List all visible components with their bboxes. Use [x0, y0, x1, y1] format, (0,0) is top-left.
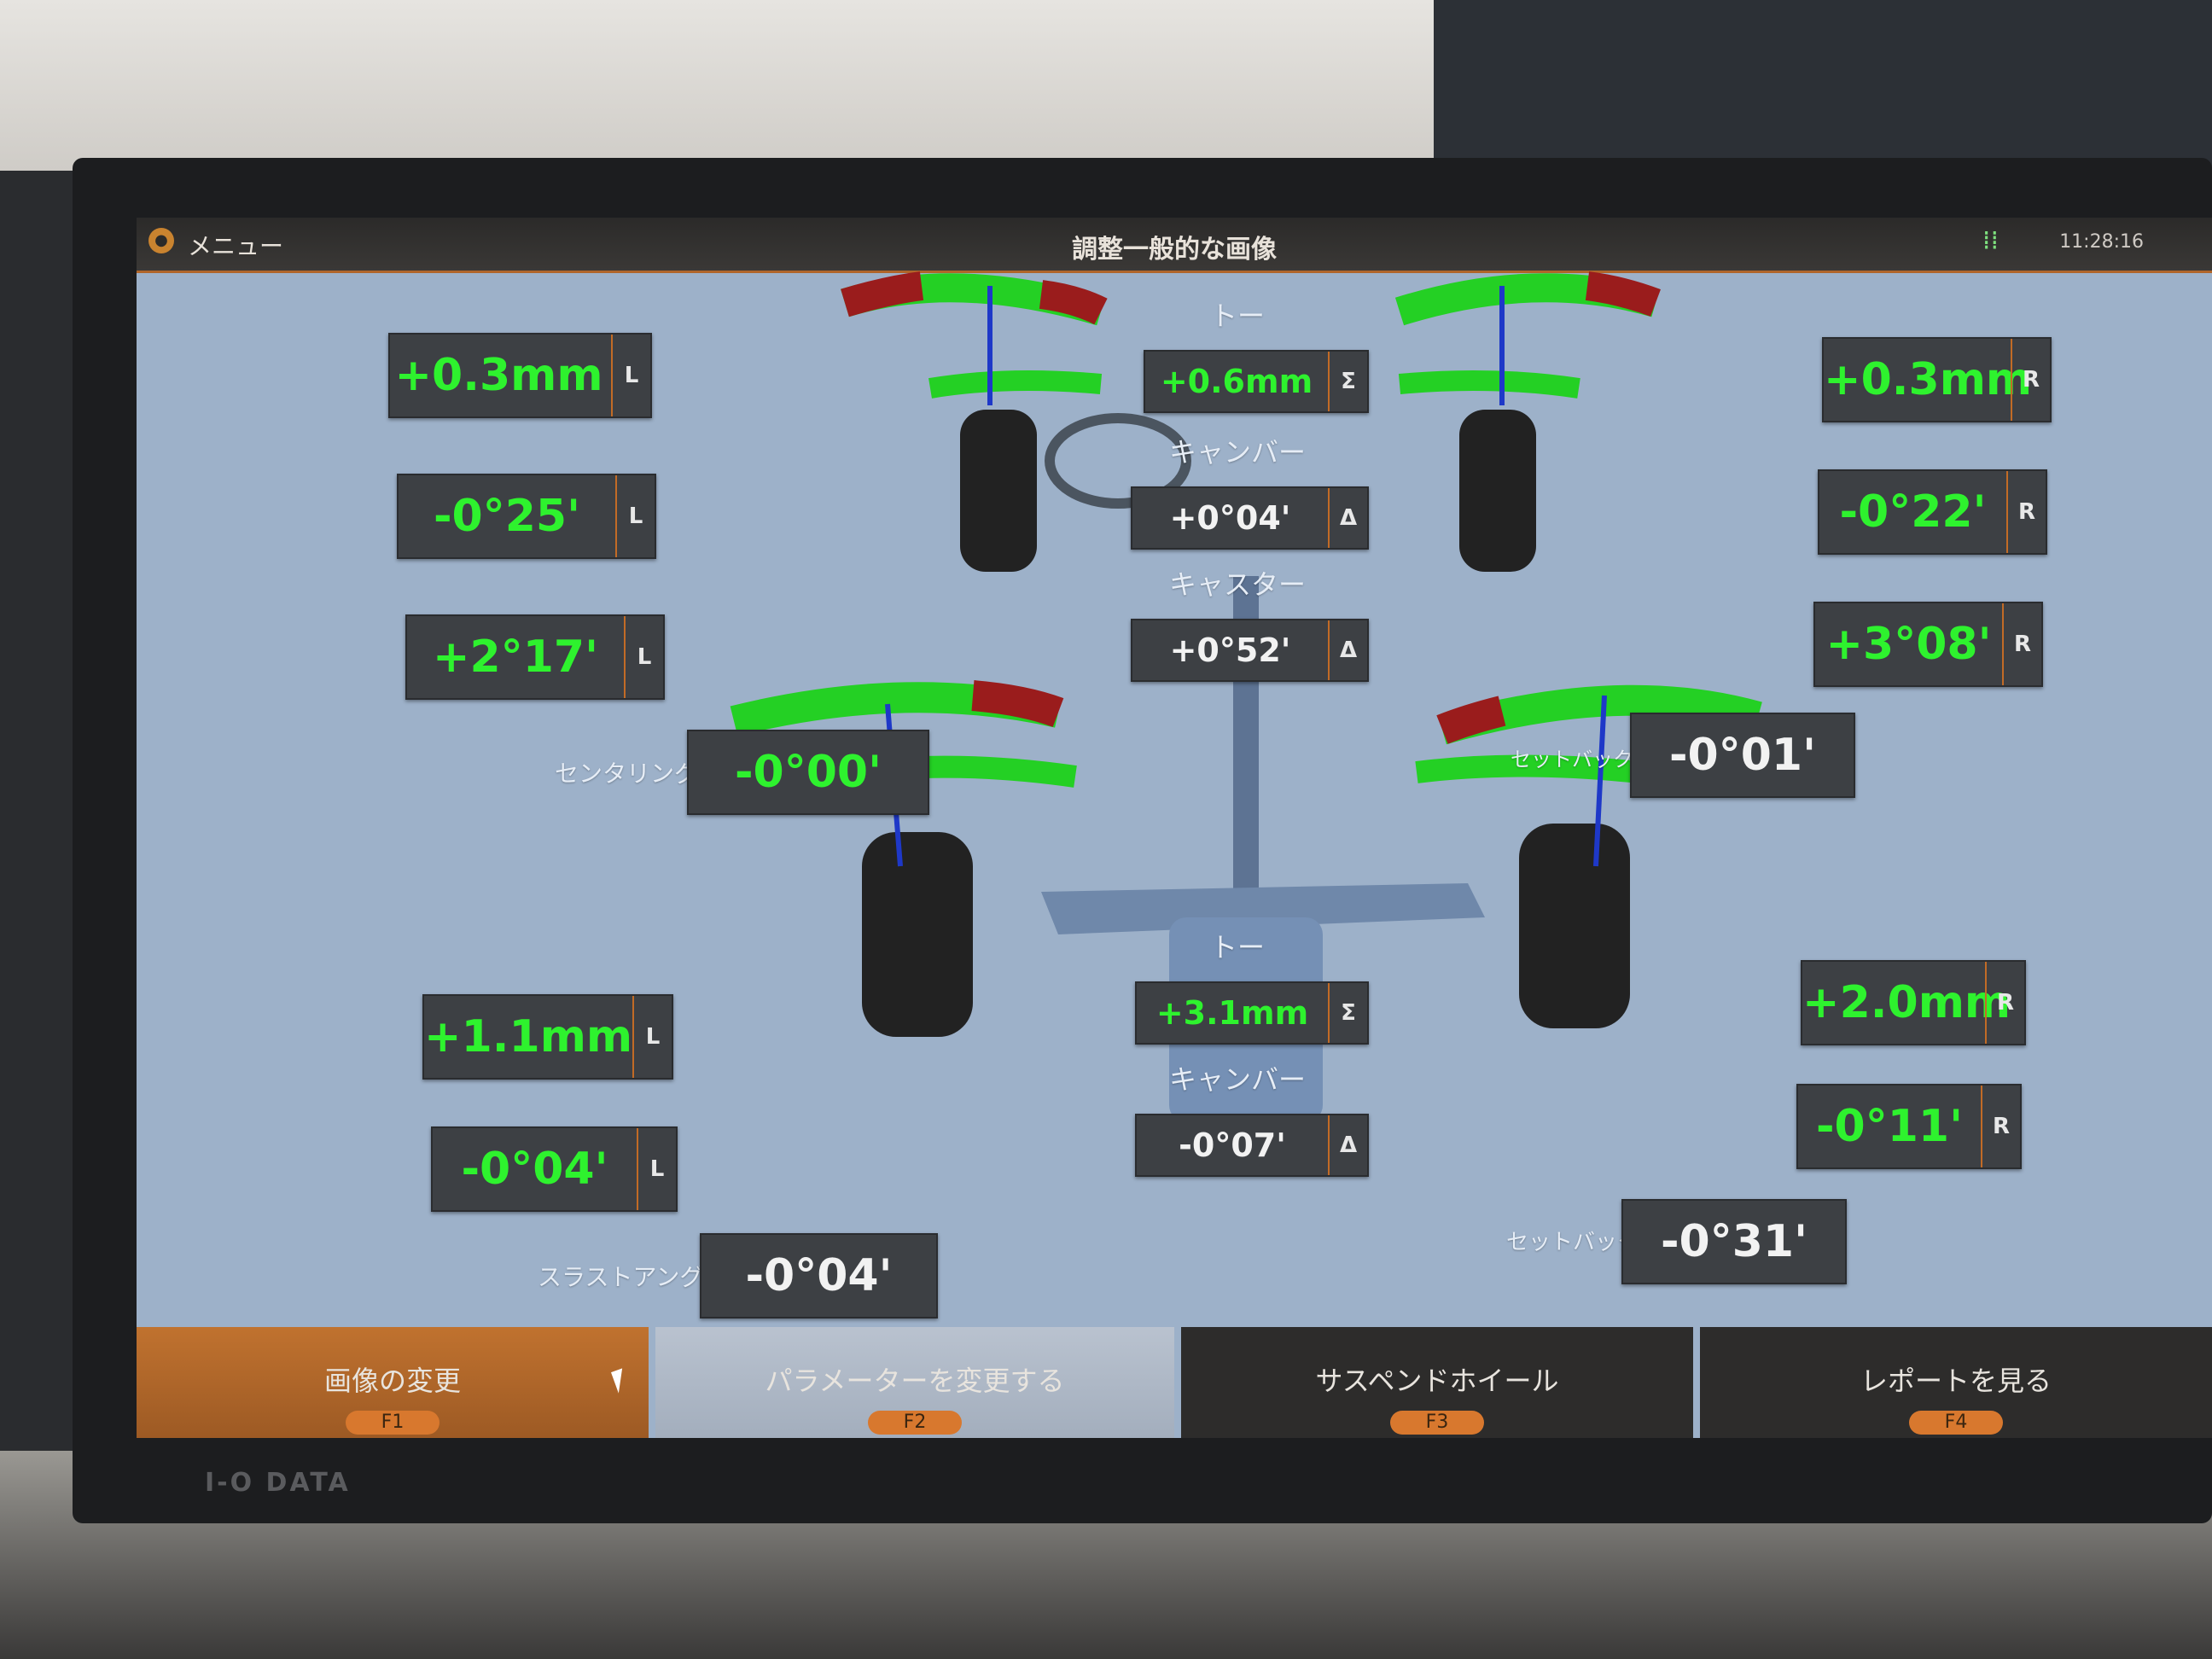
front-total-toe-box: +0.6mm Σ — [1144, 350, 1369, 413]
front-caster-diff-box: +0°52' Δ — [1131, 619, 1369, 682]
f1-label: 画像の変更 — [323, 1365, 461, 1397]
front-right-toe-box: +0.3mm R — [1822, 337, 2052, 422]
left-side-tag: L — [615, 475, 655, 557]
centering-value: -0°00' — [734, 747, 882, 798]
right-side-tag: R — [2002, 603, 2041, 685]
centering-box: -0°00' — [687, 730, 929, 815]
menu-icon[interactable]: ● — [148, 228, 174, 253]
sensor-status-icon: ⁞⁞ — [1982, 226, 1999, 256]
front-setback-label: セットバック — [1511, 748, 1633, 771]
rear-left-toe-value: +1.1mm — [424, 1011, 633, 1062]
menu-button[interactable]: メニュー — [188, 232, 284, 260]
front-right-camber-gauge — [1398, 370, 1580, 399]
thrust-angle-label: スラストアングル — [538, 1263, 728, 1291]
rear-setback-box: -0°31' — [1621, 1199, 1847, 1284]
front-left-wheel — [960, 410, 1037, 572]
rear-total-toe-value: +3.1mm — [1155, 994, 1309, 1032]
front-camber-diff-value: +0°04' — [1169, 499, 1291, 537]
rear-camber-label: キャンバー — [1168, 1063, 1306, 1096]
centering-label: センタリング — [555, 760, 699, 788]
front-left-camber-value: -0°25' — [433, 491, 581, 542]
front-left-camber-box: -0°25' L — [397, 474, 656, 559]
f2-change-parameters-button[interactable]: パラメーターを変更する F2 — [655, 1327, 1174, 1438]
f2-key-badge: F2 — [868, 1411, 962, 1435]
left-side-tag: L — [637, 1128, 676, 1210]
background-equipment — [1434, 0, 2212, 171]
f3-key-badge: F3 — [1390, 1411, 1484, 1435]
front-caster-label: キャスター — [1168, 568, 1306, 601]
rear-left-camber-box: -0°04' L — [431, 1126, 678, 1212]
rear-toe-label: トー — [1209, 931, 1265, 963]
title-bar: ● メニュー 調整一般的な画像 ⁞⁞ 11:28:16 — [137, 218, 2212, 273]
rear-camber-diff-value: -0°07' — [1179, 1126, 1286, 1164]
left-side-tag: L — [611, 335, 650, 416]
thrust-angle-value: -0°04' — [745, 1250, 893, 1301]
left-side-tag: L — [632, 996, 672, 1078]
f4-view-report-button[interactable]: レポートを見る F4 — [1700, 1327, 2212, 1438]
front-camber-label: キャンバー — [1168, 436, 1306, 469]
front-camber-diff-box: +0°04' Δ — [1131, 486, 1369, 550]
front-left-toe-box: +0.3mm L — [388, 333, 652, 418]
f1-key-badge: F1 — [346, 1411, 439, 1435]
delta-symbol: Δ — [1328, 1115, 1367, 1175]
alignment-screen: ● メニュー 調整一般的な画像 ⁞⁞ 11:28:16 — [137, 218, 2212, 1438]
front-toe-label: トー — [1209, 300, 1265, 332]
delta-symbol: Δ — [1328, 620, 1367, 680]
f3-suspend-wheel-button[interactable]: サスペンドホイール F3 — [1181, 1327, 1693, 1438]
front-right-wheel — [1459, 410, 1536, 572]
thrust-angle-box: -0°04' — [700, 1233, 938, 1318]
front-total-toe-value: +0.6mm — [1160, 363, 1313, 400]
rear-total-toe-box: +3.1mm Σ — [1135, 981, 1369, 1045]
front-right-caster-box: +3°08' R — [1813, 602, 2043, 687]
front-right-toe-value: +0.3mm — [1824, 354, 2033, 405]
rear-right-wheel — [1519, 824, 1630, 1028]
rear-right-toe-value: +2.0mm — [1802, 977, 2011, 1028]
front-left-camber-gauge — [928, 370, 1103, 399]
rear-axle-plate — [1041, 883, 1485, 934]
clock: 11:28:16 — [2059, 231, 2144, 253]
front-left-caster-value: +2°17' — [432, 632, 599, 683]
rear-left-wheel — [862, 832, 973, 1037]
right-side-tag: R — [1981, 1086, 2020, 1167]
front-left-toe-value: +0.3mm — [394, 350, 603, 401]
rear-right-camber-gauge — [1415, 754, 1640, 783]
left-side-tag: L — [624, 616, 663, 698]
rear-right-toe-box: +2.0mm R — [1801, 960, 2026, 1045]
front-caster-diff-value: +0°52' — [1169, 632, 1291, 669]
front-setback-value: -0°01' — [1668, 730, 1817, 781]
front-right-camber-value: -0°22' — [1839, 486, 1987, 538]
f1-change-image-button[interactable]: 画像の変更 F1 — [137, 1327, 649, 1438]
right-side-tag: R — [1985, 962, 2024, 1044]
page-title: 調整一般的な画像 — [1072, 235, 1277, 265]
f2-label: パラメーターを変更する — [765, 1365, 1065, 1397]
front-setback-box: -0°01' — [1630, 713, 1855, 798]
monitor-brand: I-O DATA — [205, 1468, 351, 1498]
right-side-tag: R — [2011, 339, 2050, 421]
front-left-caster-box: +2°17' L — [405, 614, 665, 700]
rear-left-camber-value: -0°04' — [461, 1144, 608, 1195]
sigma-symbol: Σ — [1328, 352, 1367, 411]
front-right-camber-box: -0°22' R — [1818, 469, 2047, 555]
f4-label: レポートを見る — [1860, 1365, 2052, 1397]
right-side-tag: R — [2006, 471, 2046, 553]
rear-setback-label: セットバック — [1506, 1230, 1640, 1255]
sigma-symbol: Σ — [1328, 983, 1367, 1043]
front-right-caster-value: +3°08' — [1825, 619, 1992, 670]
rear-setback-value: -0°31' — [1660, 1216, 1808, 1267]
rear-right-camber-value: -0°11' — [1815, 1101, 1964, 1152]
rear-camber-diff-box: -0°07' Δ — [1135, 1114, 1369, 1177]
f4-key-badge: F4 — [1909, 1411, 2003, 1435]
steering-wheel — [1045, 413, 1191, 509]
delta-symbol: Δ — [1328, 488, 1367, 548]
rear-left-toe-box: +1.1mm L — [422, 994, 673, 1080]
rear-right-camber-box: -0°11' R — [1796, 1084, 2022, 1169]
f3-label: サスペンドホイール — [1315, 1365, 1559, 1397]
